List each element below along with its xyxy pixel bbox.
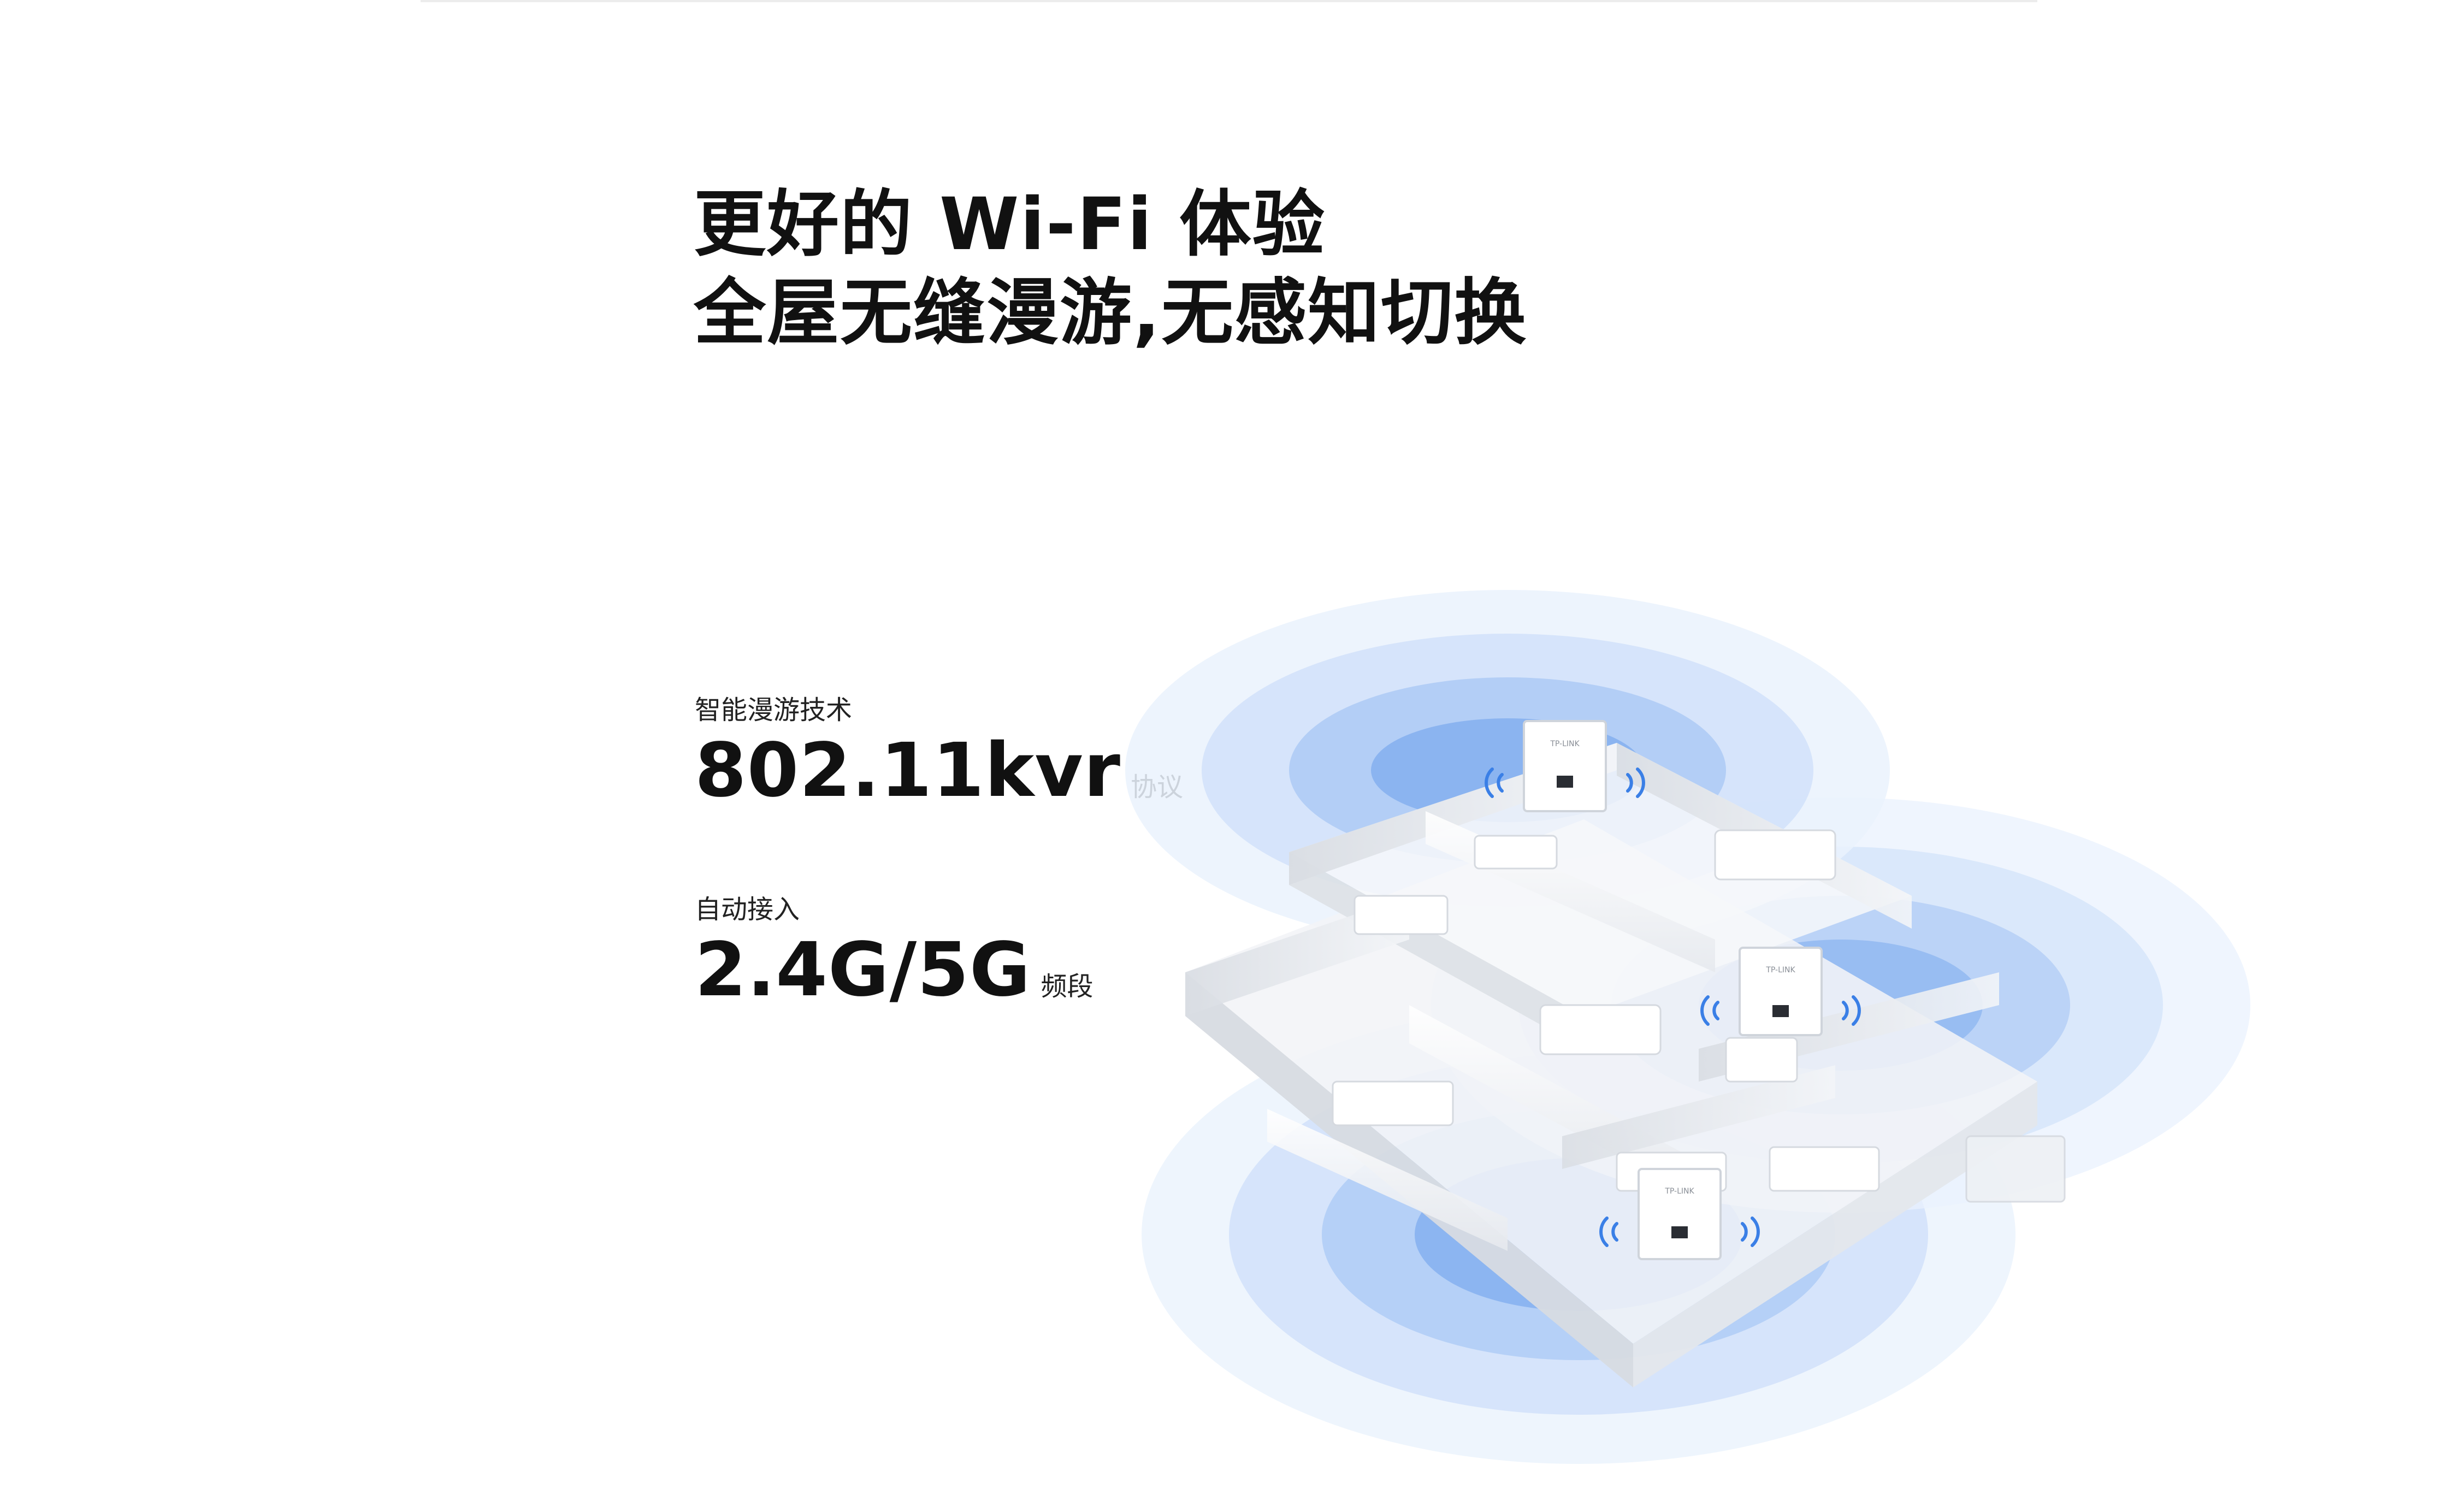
feature-band-unit: 频段 bbox=[1041, 971, 1094, 1002]
feature-roaming-caption: 智能漫游技术 bbox=[695, 695, 853, 725]
home-roaming-illustration-svg: TP-LINK TP-LINK TP-LINK bbox=[1125, 590, 2250, 1464]
feature-band: 自动接入 2.4G/5G 频段 bbox=[695, 893, 1094, 1011]
access-point-bottom-label: TP-LINK bbox=[1664, 1187, 1694, 1196]
home-roaming-illustration: TP-LINK TP-LINK TP-LINK bbox=[1125, 590, 2261, 1486]
feature-roaming: 智能漫游技术 802.11kvr协议 bbox=[695, 694, 1183, 812]
access-point-right: TP-LINK bbox=[1700, 947, 1861, 1036]
feature-band-caption: 自动接入 bbox=[695, 894, 800, 925]
access-point-top-label: TP-LINK bbox=[1550, 740, 1580, 748]
headline: 更好的 Wi-Fi 体验 全屋无缝漫游,无感知切换 bbox=[694, 180, 1527, 357]
floor-plan bbox=[1185, 743, 2066, 1387]
feature-roaming-value-row: 802.11kvr协议 bbox=[695, 730, 1183, 812]
headline-line-2: 全屋无缝漫游,无感知切换 bbox=[694, 271, 1528, 355]
feature-band-value: 2.4G/5G bbox=[695, 927, 1031, 1013]
access-point-top: TP-LINK bbox=[1485, 720, 1645, 812]
access-point-right-label: TP-LINK bbox=[1765, 966, 1795, 974]
top-divider bbox=[421, 0, 2037, 2]
feature-roaming-value: 802.11kvr bbox=[695, 728, 1121, 814]
headline-line-1: 更好的 Wi-Fi 体验 bbox=[694, 182, 1326, 267]
access-point-bottom: TP-LINK bbox=[1599, 1168, 1760, 1260]
feature-band-value-row: 2.4G/5G 频段 bbox=[695, 929, 1094, 1011]
